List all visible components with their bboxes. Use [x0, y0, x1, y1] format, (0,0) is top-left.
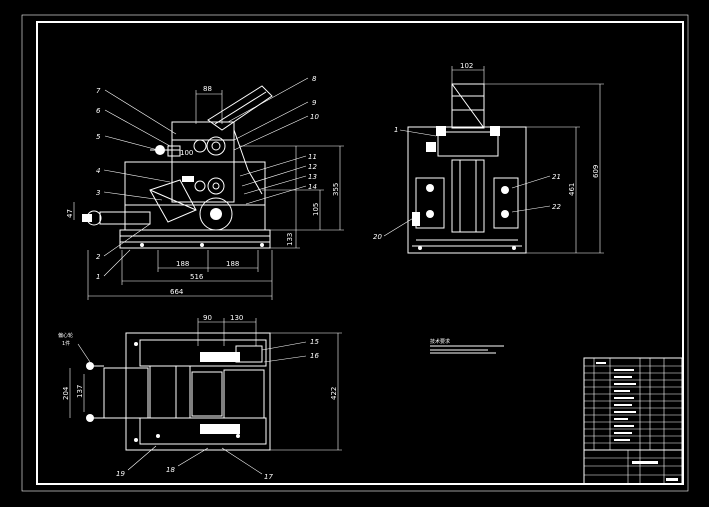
side-part-label-21: 21 [552, 173, 561, 181]
tech-note-heading: 技术要求 [430, 338, 450, 345]
callout-note-line1: 偏心轮 [58, 332, 73, 339]
dim-609: 609 [592, 165, 600, 178]
part-label-11: 11 [308, 153, 317, 161]
part-label-7: 7 [96, 87, 101, 95]
side-part-label-1: 1 [394, 126, 398, 134]
top-part-label-18: 18 [166, 466, 175, 474]
dim-204: 204 [62, 386, 70, 400]
dim-90: 90 [203, 314, 212, 322]
dim-137: 137 [76, 385, 84, 398]
top-part-label-16: 16 [310, 352, 319, 360]
dim-130: 130 [230, 314, 243, 322]
dim-88: 88 [203, 85, 212, 93]
part-label-1: 1 [96, 273, 100, 281]
dim-461: 461 [568, 183, 576, 196]
part-label-10: 10 [310, 113, 319, 121]
side-part-label-20: 20 [373, 233, 382, 241]
dim-47: 47 [66, 209, 74, 218]
callout-note-line2: 1件 [62, 340, 70, 347]
dim-188-left: 188 [176, 260, 189, 268]
dim-102: 102 [460, 62, 473, 70]
side-part-label-22: 22 [552, 203, 561, 211]
part-label-5: 5 [96, 133, 101, 141]
title-block [583, 357, 683, 485]
part-label-14: 14 [308, 183, 317, 191]
top-part-label-15: 15 [310, 338, 319, 346]
part-label-2: 2 [96, 253, 101, 261]
dim-105: 105 [312, 203, 320, 216]
top-view [69, 318, 342, 475]
technical-requirements: 技术要求 [430, 338, 504, 354]
dim-100: 100 [180, 149, 193, 157]
part-label-8: 8 [312, 75, 317, 83]
part-label-4: 4 [96, 167, 100, 175]
part-label-9: 9 [312, 99, 317, 107]
front-view [73, 77, 344, 300]
part-label-13: 13 [308, 173, 317, 181]
dim-188-right: 188 [226, 260, 239, 268]
side-view [383, 66, 604, 254]
outer-border [21, 14, 689, 492]
dim-516: 516 [190, 273, 204, 281]
dim-664: 664 [170, 288, 184, 296]
top-part-label-19: 19 [116, 470, 125, 478]
part-label-3: 3 [96, 189, 100, 197]
part-label-12: 12 [308, 163, 317, 171]
part-label-6: 6 [96, 107, 101, 115]
dim-133: 133 [286, 233, 294, 246]
dim-422: 422 [330, 387, 338, 400]
inner-border [36, 21, 684, 485]
top-part-label-17: 17 [264, 473, 273, 481]
dim-355: 355 [332, 183, 340, 196]
